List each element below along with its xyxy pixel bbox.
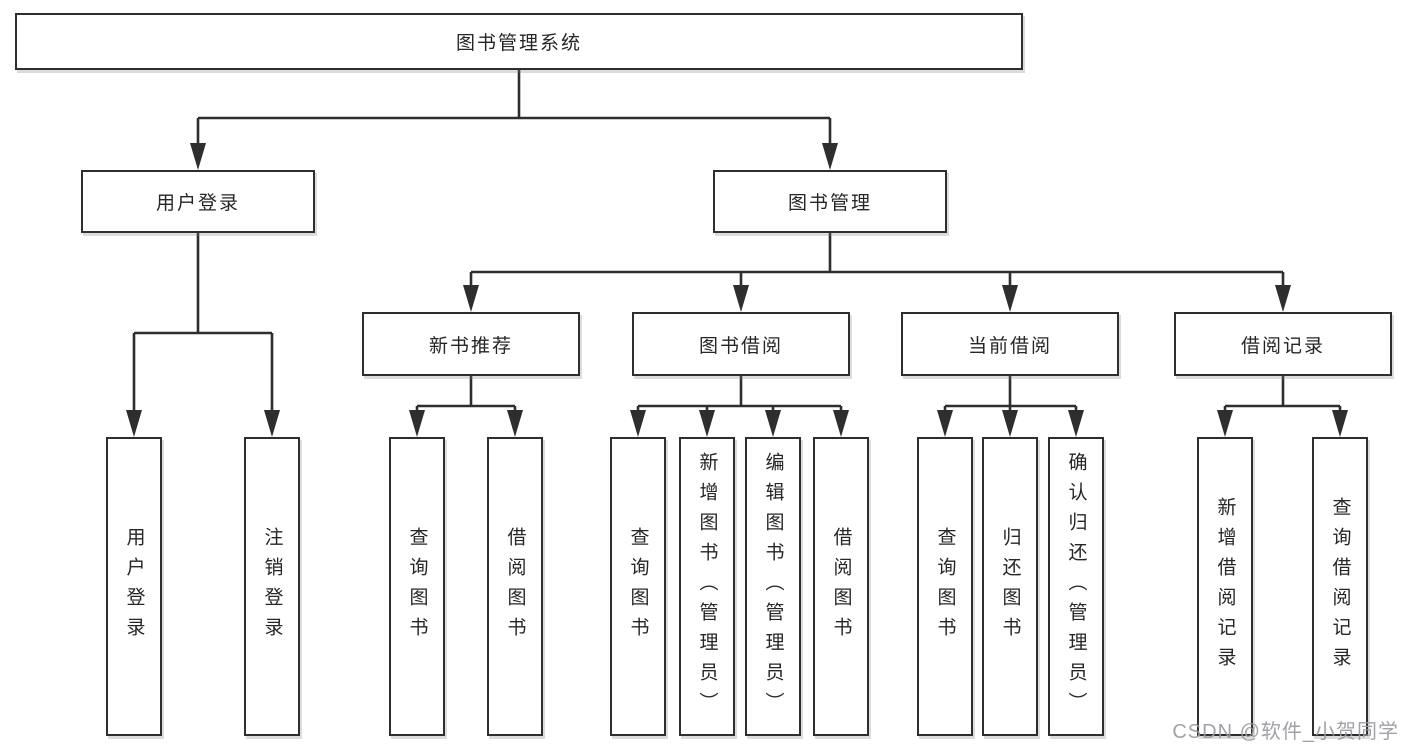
node-leaf-query-books-1: 查询图书 — [389, 437, 445, 736]
node-leaf-borrow-books-1: 借阅图书 — [487, 437, 543, 736]
node-label: 当前借阅 — [967, 335, 1052, 357]
csdn-watermark: CSDN @软件_小贺同学 — [1172, 721, 1399, 743]
node-label: 图书管理系统 — [455, 33, 582, 54]
node-borrowing-records: 借阅记录 — [1174, 312, 1392, 376]
node-label: 归还图书 — [999, 526, 1021, 647]
node-label: 新增借阅记录 — [1214, 496, 1236, 677]
node-leaf-add-borrow-record: 新增借阅记录 — [1197, 437, 1253, 736]
node-leaf-logout: 注销登录 — [244, 437, 300, 736]
node-user-login: 用户登录 — [81, 170, 315, 233]
node-label: 查询图书 — [406, 526, 428, 647]
node-label: 图书管理 — [787, 193, 872, 214]
node-label: 查询图书 — [627, 526, 649, 647]
node-leaf-confirm-return-admin: 确认归还（管理员） — [1048, 437, 1104, 736]
node-label: 借阅图书 — [504, 526, 526, 647]
node-label: 借阅记录 — [1240, 335, 1325, 357]
node-new-book-recommendation: 新书推荐 — [362, 312, 580, 376]
node-book-management: 图书管理 — [713, 170, 947, 233]
node-book-borrowing: 图书借阅 — [632, 312, 850, 376]
node-label: 新书推荐 — [428, 335, 513, 357]
node-leaf-user-login: 用户登录 — [106, 437, 162, 736]
node-label: 新增图书（管理员） — [696, 451, 718, 722]
node-label: 用户登录 — [155, 193, 240, 214]
node-leaf-query-books-2: 查询图书 — [610, 437, 666, 736]
node-leaf-query-borrow-record: 查询借阅记录 — [1312, 437, 1368, 736]
node-label: 确认归还（管理员） — [1065, 451, 1087, 722]
node-leaf-borrow-books-2: 借阅图书 — [813, 437, 869, 736]
node-leaf-return-book: 归还图书 — [982, 437, 1038, 736]
node-book-management-system: 图书管理系统 — [15, 13, 1023, 70]
node-leaf-edit-book-admin: 编辑图书（管理员） — [745, 437, 801, 736]
node-label: 注销登录 — [261, 526, 283, 647]
node-current-borrowing: 当前借阅 — [901, 312, 1119, 376]
node-leaf-add-book-admin: 新增图书（管理员） — [679, 437, 735, 736]
node-leaf-query-books-3: 查询图书 — [917, 437, 973, 736]
node-label: 用户登录 — [123, 526, 145, 647]
node-label: 借阅图书 — [830, 526, 852, 647]
node-label: 编辑图书（管理员） — [762, 451, 784, 722]
node-label: 查询借阅记录 — [1329, 496, 1351, 677]
node-label: 图书借阅 — [698, 335, 783, 357]
node-label: 查询图书 — [934, 526, 956, 647]
